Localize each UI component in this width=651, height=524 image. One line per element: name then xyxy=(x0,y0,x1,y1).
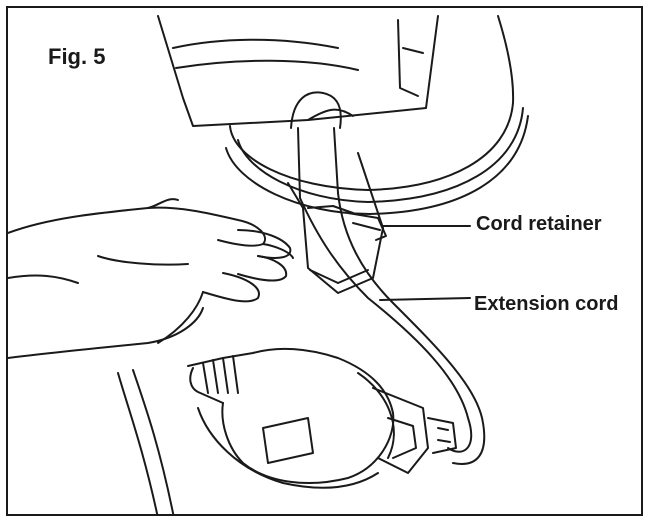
callout-cord-retainer: Cord retainer xyxy=(476,213,602,235)
figure-label: Fig. 5 xyxy=(48,44,106,69)
extension-cord-line xyxy=(299,192,486,465)
cord-retainer xyxy=(287,152,387,294)
figure-frame: Fig. 5 Cord retainer Extension cord xyxy=(6,6,643,516)
lower-cord xyxy=(117,369,175,514)
machine-housing xyxy=(157,15,529,215)
callout-extension-cord: Extension cord xyxy=(474,293,619,315)
plug-connector xyxy=(187,347,457,489)
hand-illustration xyxy=(8,198,294,359)
illustration xyxy=(8,15,529,514)
cord-upper-loop xyxy=(290,91,342,199)
callout-line-extension-cord xyxy=(379,297,471,301)
